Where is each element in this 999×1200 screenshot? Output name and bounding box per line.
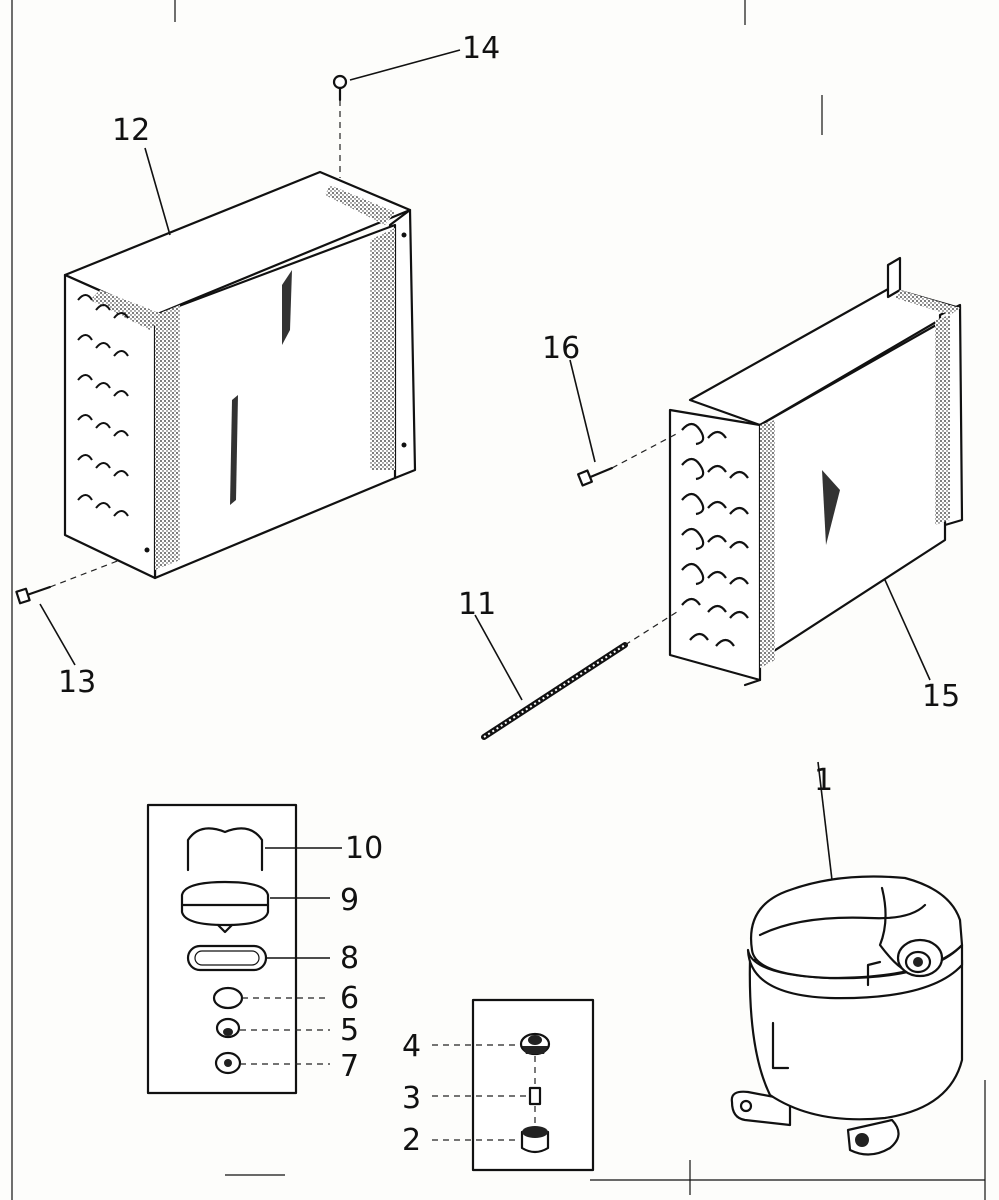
border-marks: [11, 0, 986, 1200]
label-9: 9: [340, 883, 359, 918]
screw-14: [332, 49, 461, 178]
label-15: 15: [922, 679, 960, 714]
screw-16: [569, 359, 681, 487]
evaporator-coil-15: [668, 256, 964, 687]
label-8: 8: [340, 941, 359, 976]
label-16: 16: [542, 331, 580, 366]
label-2: 2: [402, 1123, 421, 1158]
label-4: 4: [402, 1029, 421, 1064]
label-14: 14: [462, 31, 500, 66]
label-1: 1: [814, 763, 833, 798]
condenser-coil-12: [63, 170, 417, 580]
label-13: 13: [58, 665, 96, 700]
part-labels: 1 2 3 4 5 6 7 8 9 10 11 12 13 14 15 16: [58, 31, 960, 1158]
label-5: 5: [340, 1013, 359, 1048]
label-3: 3: [402, 1081, 421, 1116]
screw-13: [15, 559, 121, 666]
hardware-kit-panel: [146, 803, 342, 1095]
mounting-panel: [432, 998, 595, 1172]
leader-12: [144, 147, 171, 236]
label-6: 6: [340, 981, 359, 1016]
label-12: 12: [112, 113, 150, 148]
compressor-1: [730, 761, 964, 1156]
leader-15: [884, 579, 931, 681]
label-10: 10: [345, 831, 383, 866]
label-7: 7: [340, 1049, 359, 1084]
rod-11: [474, 609, 681, 740]
label-11: 11: [458, 587, 496, 622]
